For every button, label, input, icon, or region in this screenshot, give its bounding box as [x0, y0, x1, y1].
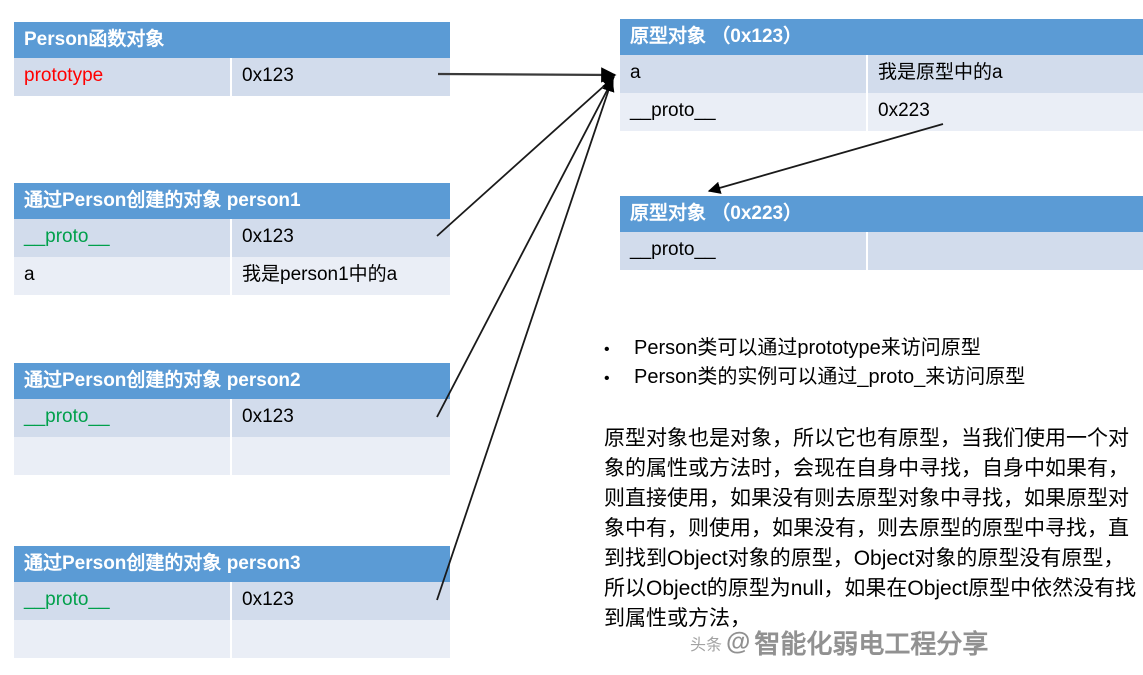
row-value: [232, 620, 450, 658]
row-value: 0x123: [242, 406, 294, 427]
table-row: [14, 620, 450, 658]
explanation-paragraph: 原型对象也是对象，所以它也有原型，当我们使用一个对象的属性或方法时，会现在自身中…: [604, 427, 1137, 631]
row-key: [14, 620, 232, 658]
row-key: __proto__: [14, 399, 232, 437]
row-value: 0x123: [242, 589, 294, 610]
table-row: a 我是person1中的a: [14, 257, 450, 295]
table-person1: 通过Person创建的对象 person1 __proto__ 0x123 a …: [14, 183, 450, 295]
row-value: [232, 437, 450, 475]
table-title: Person函数对象: [14, 22, 450, 58]
row-value: 我是原型中的a: [878, 62, 1003, 83]
list-item: • Person类可以通过prototype来访问原型: [604, 334, 1143, 363]
list-item: • Person类的实例可以通过_proto_来访问原型: [604, 363, 1143, 392]
arrow-proto123-to-proto223: [707, 123, 944, 194]
bullet-list: • Person类可以通过prototype来访问原型 • Person类的实例…: [604, 334, 1143, 392]
table-row: __proto__ 0x123: [14, 399, 450, 437]
table-person-function-object: Person函数对象 prototype 0x123: [14, 22, 450, 96]
table-row: prototype 0x123: [14, 58, 450, 96]
row-value: [868, 232, 1143, 270]
row-key: __proto__: [14, 219, 232, 257]
list-item-label: Person类的实例可以通过_proto_来访问原型: [634, 366, 1026, 388]
table-person3: 通过Person创建的对象 person3 __proto__ 0x123: [14, 546, 450, 658]
table-title: 原型对象 （0x223）: [620, 196, 1143, 232]
table-prototype-0x123: 原型对象 （0x123） a 我是原型中的a __proto__ 0x223: [620, 19, 1143, 131]
row-value: 0x223: [878, 100, 930, 121]
row-key: __proto__: [620, 232, 868, 270]
table-title: 通过Person创建的对象 person1: [14, 183, 450, 219]
row-key: __proto__: [620, 93, 868, 131]
row-value: 0x123: [242, 65, 294, 86]
table-title: 原型对象 （0x123）: [620, 19, 1143, 55]
table-row: __proto__ 0x123: [14, 582, 450, 620]
arrow-person3-to-proto123: [436, 78, 615, 601]
row-value: 我是person1中的a: [242, 264, 398, 285]
row-key: [14, 437, 232, 475]
list-item-label: Person类可以通过prototype来访问原型: [634, 337, 981, 359]
table-prototype-0x223: 原型对象 （0x223） __proto__: [620, 196, 1143, 270]
table-title: 通过Person创建的对象 person3: [14, 546, 450, 582]
table-row: __proto__ 0x223: [620, 93, 1143, 131]
row-key: prototype: [14, 58, 232, 96]
table-person2: 通过Person创建的对象 person2 __proto__ 0x123: [14, 363, 450, 475]
table-row: __proto__: [620, 232, 1143, 270]
table-title: 通过Person创建的对象 person2: [14, 363, 450, 399]
row-key: a: [620, 55, 868, 93]
row-value: 0x123: [242, 226, 294, 247]
arrow-person2-to-proto123: [436, 77, 614, 418]
arrow-person1-to-proto123: [436, 76, 615, 237]
table-row: a 我是原型中的a: [620, 55, 1143, 93]
table-row: __proto__ 0x123: [14, 219, 450, 257]
row-key: __proto__: [14, 582, 232, 620]
table-row: [14, 437, 450, 475]
bullet-dot-icon: •: [604, 341, 610, 358]
arrow-prototype-to-proto123: [437, 67, 617, 83]
bullet-dot-icon: •: [604, 370, 610, 387]
row-key: a: [14, 257, 232, 295]
